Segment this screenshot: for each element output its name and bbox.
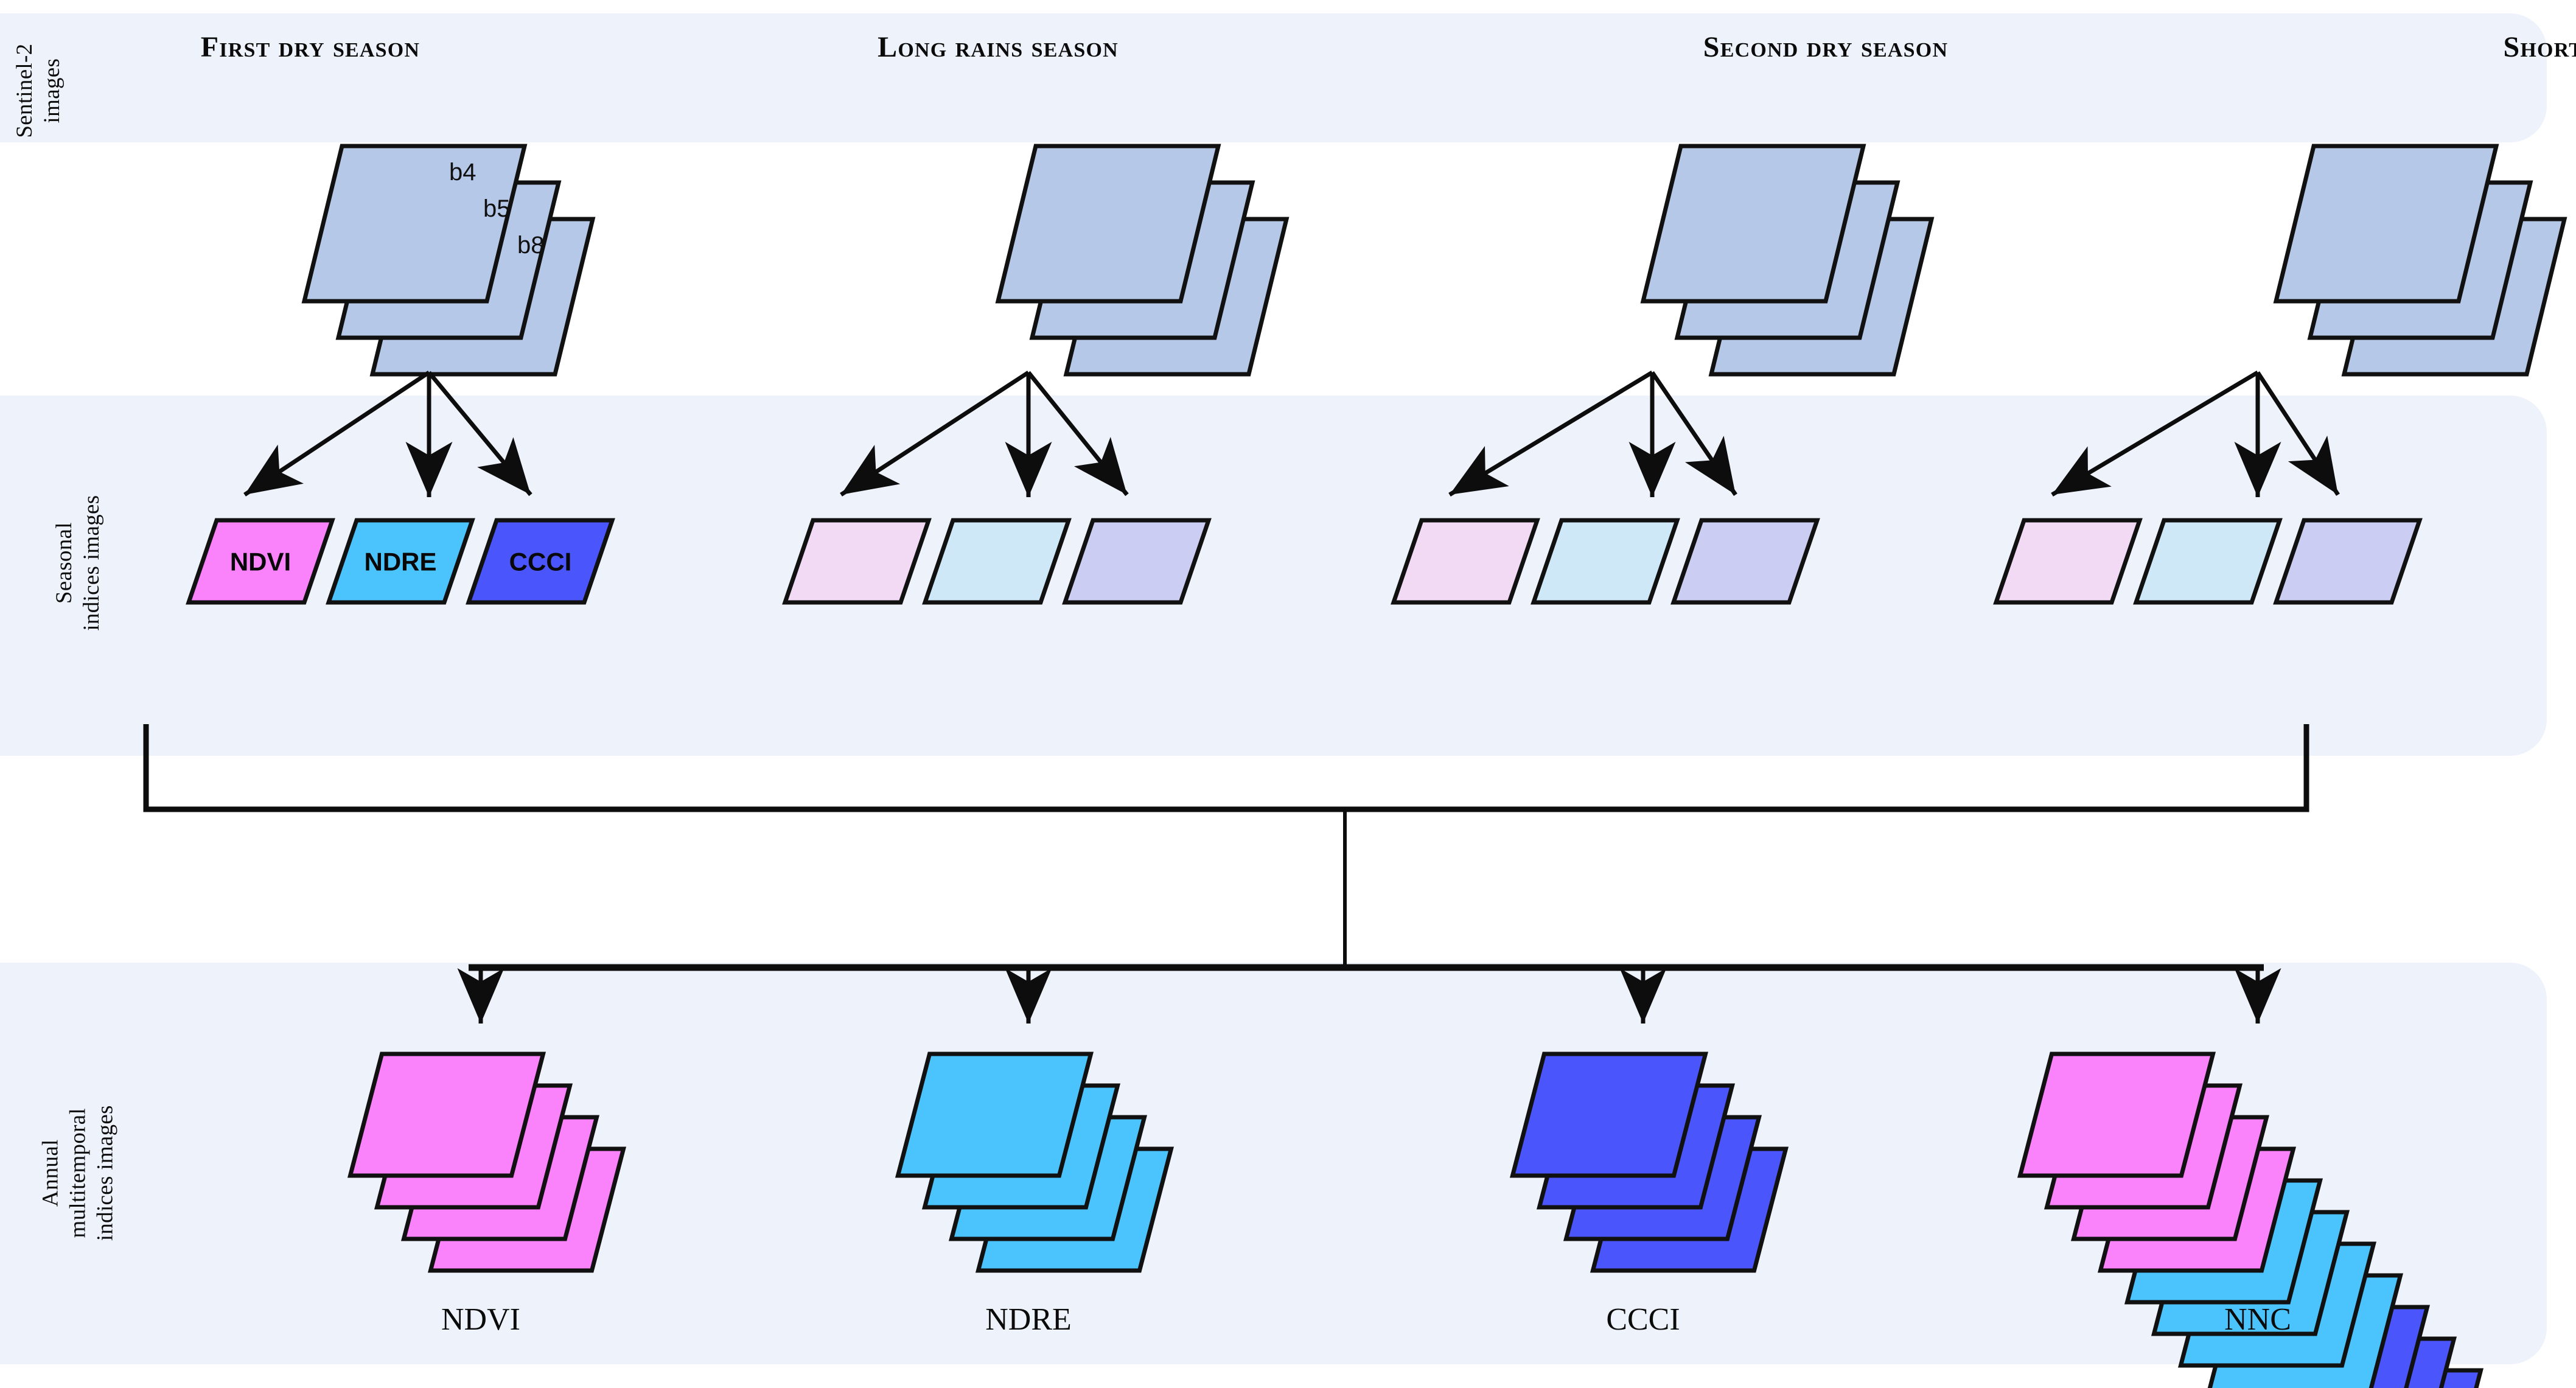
sentinel-band-label-b4: b4: [449, 159, 476, 186]
sentinel-band-plate-b5: [1674, 180, 1901, 340]
sentinel-band-plate-b8: [1708, 217, 1935, 377]
row-band-sentinel2: [0, 13, 2547, 142]
row-band-annual: [0, 963, 2547, 1364]
row-band-seasonal: [0, 396, 2547, 756]
annual-plate-nnc-stack-10: [2312, 1368, 2484, 1388]
column-header-first-dry-season: First dry season: [200, 31, 421, 63]
column-header-short-rains-season: Short rains season: [2503, 31, 2576, 63]
sentinel-band-plate-b5: [1029, 180, 1255, 340]
sentinel-band-label-b5: b5: [483, 195, 511, 222]
row-label-sentinel2-line2: images: [40, 58, 65, 124]
column-header-second-dry-season: Second dry season: [1703, 31, 1949, 63]
row-label-annual: Annual multitemporal indices images: [37, 1045, 119, 1301]
sentinel-band-label-b8: b8: [517, 232, 545, 259]
row-label-annual-line1: Annual: [38, 1139, 63, 1207]
sentinel-band-plate-b4: [1640, 144, 1866, 304]
row-label-seasonal: Seasonal indices images: [51, 447, 105, 678]
row-label-sentinel2-line1: Sentinel-2: [12, 43, 37, 138]
sentinel-band-plate-b5: [335, 180, 562, 340]
sentinel-band-plate-b8: [2341, 217, 2567, 377]
sentinel-band-plate-b5: [2307, 180, 2533, 340]
row-label-sentinel2: Sentinel-2 images: [11, 15, 66, 167]
row-label-annual-line3: indices images: [92, 1105, 118, 1241]
row-label-seasonal-line1: Seasonal: [51, 522, 77, 604]
row-label-annual-line2: multitemporal: [65, 1107, 91, 1238]
sentinel-band-plate-b8: [369, 217, 596, 377]
sentinel-band-plate-b4: [301, 144, 528, 304]
column-header-long-rains-season: Long rains season: [878, 31, 1119, 63]
row-label-seasonal-line2: indices images: [79, 495, 104, 631]
sentinel-band-plate-b4: [995, 144, 1221, 304]
sentinel-band-plate-b4: [2273, 144, 2499, 304]
sentinel-band-plate-b8: [1063, 217, 1290, 377]
